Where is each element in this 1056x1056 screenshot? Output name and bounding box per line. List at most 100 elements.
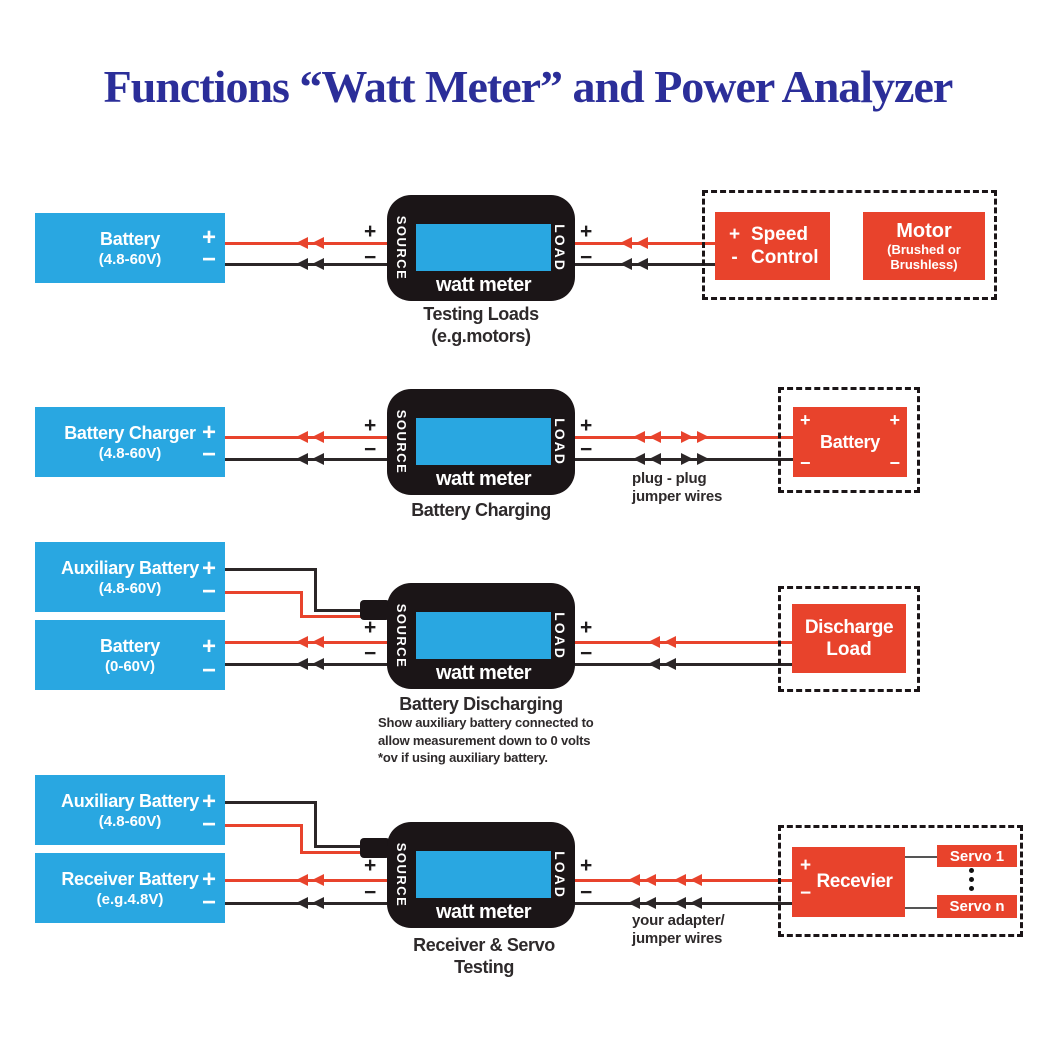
arrowheads-left-icon	[296, 453, 324, 465]
battery-name: Battery	[100, 228, 160, 249]
arrowheads-right-icon	[681, 431, 709, 443]
arrowheads-left-icon	[296, 658, 324, 670]
plus-sign: +	[800, 410, 811, 430]
minus-sign: −	[800, 883, 812, 904]
plus-sign: +	[201, 866, 216, 893]
minus-sign: −	[201, 889, 216, 916]
aux-negative-wire	[300, 824, 303, 854]
aux-negative-wire	[300, 591, 303, 618]
minus-sign: −	[580, 438, 593, 461]
minus-sign: −	[580, 642, 593, 665]
battery-box: Battery (4.8-60V) + −	[35, 213, 225, 283]
arrowheads-left-icon	[620, 258, 648, 270]
minus-sign: −	[800, 453, 811, 473]
plus-sign: +	[201, 555, 216, 582]
receiver-box: Recevier + −	[792, 847, 905, 917]
plus-sign: +	[201, 633, 216, 660]
lcd-screen	[416, 612, 551, 659]
plus-sign: +	[580, 220, 593, 243]
row4-caption: Receiver & Servo Testing	[413, 935, 555, 977]
aux-negative-wire	[225, 591, 303, 594]
auxiliary-battery-box: Auxiliary Battery (4.8-60V) + −	[35, 775, 225, 845]
minus-sign: −	[201, 657, 216, 684]
minus-sign: -	[731, 247, 738, 268]
minus-sign: −	[364, 438, 377, 461]
minus-sign: −	[580, 246, 593, 269]
battery-charger-box: Battery Charger (4.8-60V) + −	[35, 407, 225, 477]
positive-wire	[575, 641, 792, 644]
arrowheads-left-icon	[674, 874, 702, 886]
charged-battery-box: Battery + − + −	[793, 407, 907, 477]
arrowheads-right-icon	[681, 453, 709, 465]
lcd-screen	[416, 224, 551, 271]
arrowheads-left-icon	[296, 431, 324, 443]
watt-meter-device: SOURCE watt meter LOAD	[387, 195, 575, 301]
row1-caption: Testing Loads (e.g.motors)	[423, 304, 539, 346]
arrowheads-left-icon	[296, 237, 324, 249]
plus-sign: +	[201, 224, 216, 251]
plus-sign: +	[201, 788, 216, 815]
load-group-outline	[702, 190, 997, 300]
plus-sign: +	[364, 220, 377, 243]
arrowheads-left-icon	[674, 897, 702, 909]
plus-sign: +	[580, 854, 593, 877]
arrowheads-left-icon	[628, 874, 656, 886]
arrowheads-left-icon	[296, 897, 324, 909]
battery-group-outline	[778, 387, 920, 493]
plus-sign: +	[364, 854, 377, 877]
watt-meter-label: watt meter	[435, 274, 532, 296]
minus-sign: −	[201, 441, 216, 468]
arrowheads-left-icon	[628, 897, 656, 909]
aux-plug-connector	[360, 600, 390, 620]
battery-box: Battery (0-60V) + −	[35, 620, 225, 690]
aux-positive-wire	[314, 845, 363, 848]
discharge-group-outline	[778, 586, 920, 692]
minus-sign: −	[201, 246, 216, 273]
servo-wire	[905, 907, 937, 909]
page-title: Functions “Watt Meter” and Power Analyze…	[103, 61, 954, 112]
minus-sign: −	[364, 881, 377, 904]
minus-sign: −	[364, 246, 377, 269]
source-label: SOURCE	[394, 215, 409, 281]
receiver-group-outline	[778, 825, 1023, 937]
aux-negative-wire	[300, 615, 363, 618]
arrowheads-left-icon	[633, 431, 661, 443]
discharge-load-box: Discharge Load	[792, 604, 906, 673]
plus-sign: +	[889, 410, 900, 430]
watt-meter-device: SOURCE watt meter LOAD	[387, 389, 575, 495]
minus-sign: −	[889, 453, 900, 473]
aux-positive-wire	[314, 609, 363, 612]
servo-wire	[905, 856, 937, 858]
minus-sign: −	[201, 578, 216, 605]
plus-sign: +	[580, 414, 593, 437]
plus-sign: +	[728, 224, 741, 245]
lcd-screen	[416, 418, 551, 465]
arrowheads-left-icon	[296, 874, 324, 886]
plus-sign: +	[364, 414, 377, 437]
servo1-box: Servo 1	[937, 845, 1017, 867]
row2-caption: Battery Charging	[411, 500, 551, 520]
minus-sign: −	[364, 642, 377, 665]
battery-spec: (4.8-60V)	[98, 250, 162, 268]
plus-sign: +	[800, 855, 812, 876]
row3-caption: Battery Discharging	[399, 694, 563, 714]
minus-sign: −	[201, 811, 216, 838]
motor-box: Motor (Brushed or Brushless)	[863, 212, 985, 280]
arrowheads-left-icon	[296, 636, 324, 648]
jumper-label: plug - plug jumper wires	[632, 470, 723, 505]
plus-sign: +	[580, 616, 593, 639]
adapter-label: your adapter/ jumper wires	[632, 912, 725, 947]
aux-positive-wire	[225, 801, 317, 804]
arrowheads-left-icon	[633, 453, 661, 465]
lcd-screen	[416, 851, 551, 898]
negative-wire	[575, 663, 792, 666]
minus-sign: −	[580, 881, 593, 904]
speed-control-box: +Speed -Control	[715, 212, 830, 280]
plus-sign: +	[364, 616, 377, 639]
servo-n-box: Servo n	[937, 895, 1017, 918]
aux-plug-connector	[360, 838, 390, 858]
aux-positive-wire	[314, 568, 317, 612]
watt-meter-device: SOURCE watt meter LOAD	[387, 822, 575, 928]
aux-positive-wire	[225, 568, 317, 571]
